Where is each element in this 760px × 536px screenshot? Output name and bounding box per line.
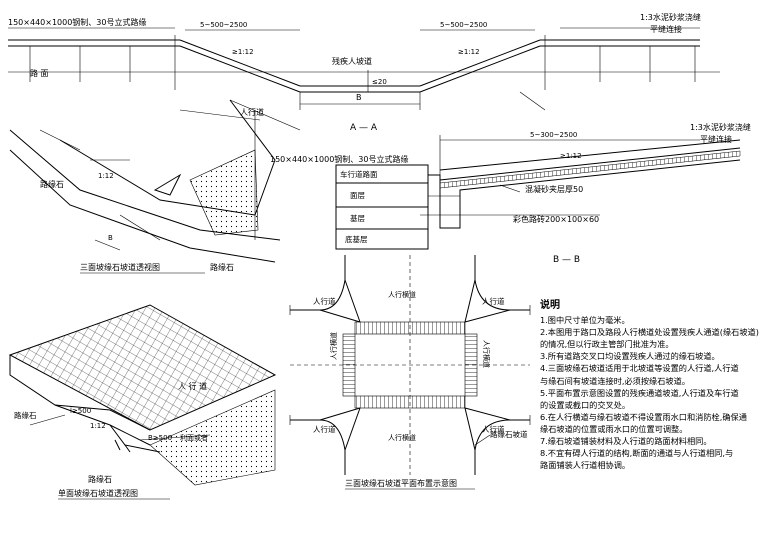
perspective-1-sided: 人 行 道 路缘石 l≥500 1:12 B≥500 利面或者 路缘石 单面坡缘… — [8, 304, 277, 500]
int-ramp-right: 人行横道 — [482, 340, 491, 368]
p3-curb-label: 路缘石 — [40, 179, 64, 189]
bb-sand-label: 混凝砂夹层厚50 — [525, 184, 583, 194]
note-item: 1.图中尺寸单位为毫米。 — [540, 315, 630, 326]
note-item: 与缘石间有坡道连接时,必须按缘石坡道。 — [540, 375, 690, 386]
bb-slope-label: ≥1:12 — [560, 152, 582, 160]
p3-dim-label: B — [108, 234, 113, 242]
bb-layer-2: 面层 — [350, 191, 365, 200]
notes-block: 说明 1.图中尺寸单位为毫米。 2.本图用于路口及路段人行横道处设置残疾人通道(… — [540, 300, 759, 471]
aa-right-label-2: 平缝连接 — [650, 24, 682, 34]
p3-road-label: 路缘石 — [210, 262, 234, 272]
section-aa: 150×440×1000钢制、30号立式路缘 1:3水泥砂浆浇缝 平缝连接 5~… — [8, 12, 720, 133]
aa-right-label-1: 1:3水泥砂浆浇缝 — [640, 12, 701, 22]
note-item: 缘石坡道的位置或雨水口的位置可调整。 — [540, 423, 688, 434]
bb-layer-4: 底基层 — [345, 234, 368, 244]
note-item: 8.不宜有碍人行道的结构,断面的通道与人行道相同,与 — [540, 448, 734, 459]
aa-width-label: B — [356, 93, 362, 102]
p1-min-label: B≥500 — [148, 434, 172, 442]
p1-curb-label: 路缘石 — [14, 410, 37, 420]
bb-dim-label: 5~300~2500 — [530, 131, 577, 139]
p1-width-label: l≥500 — [70, 407, 91, 415]
note-item: 的设置或截口的交叉处。 — [540, 399, 631, 410]
p3-title: 三面坡缘石坡道透视图 — [80, 262, 160, 272]
aa-road-label: 路 面 — [30, 68, 49, 78]
p1-title: 单面坡缘石坡道透视图 — [58, 488, 138, 498]
perspective-3-sided: 路缘石 人行道 路缘石 1:12 B 三面坡缘石坡道透视图 — [9, 99, 301, 274]
aa-dim-right: 5~500~2500 — [440, 21, 487, 29]
aa-center-label: 残疾人坡道 — [332, 56, 372, 66]
int-ramp-left: 人行横道 — [329, 332, 338, 360]
int-ramp-bottom: 人行横道 — [388, 433, 416, 442]
note-item: 2.本图用于路口及路段人行横道处设置残疾人通道(缘石坡道) — [540, 327, 759, 338]
bb-layer-3: 基层 — [350, 213, 365, 223]
notes-title: 说明 — [540, 300, 560, 311]
int-sidewalk-tr: 人行道 — [482, 296, 505, 306]
bb-title: B — B — [553, 255, 580, 265]
note-item: 3.所有道路交叉口均设置残疾人通过的缘石坡道。 — [540, 351, 720, 362]
note-item: 7.缘石坡道铺装材料及人行道的路面材料相同。 — [540, 436, 712, 447]
note-item: 6.在人行横道与缘石坡道不得设置雨水口和消防栓,确保通 — [540, 411, 747, 422]
aa-drop-label: ≤20 — [372, 78, 387, 86]
note-item: 路面铺装人行道相协调。 — [540, 460, 631, 471]
bb-top-label: 150×440×1000钢制、30号立式路缘 — [270, 154, 408, 164]
aa-top-label: 150×440×1000钢制、30号立式路缘 — [8, 17, 146, 27]
p1-slope-label: 1:12 — [90, 422, 106, 430]
p1-surface-label: 利面或者 — [180, 433, 208, 442]
bb-layer-1: 车行道路面 — [340, 169, 378, 179]
p1-sidewalk-label: 人 行 道 — [178, 381, 207, 391]
int-curb-label: 路缘石坡道 — [490, 429, 528, 439]
int-sidewalk-br: 人行道 — [482, 424, 505, 434]
aa-slope-left: ≥1:12 — [232, 48, 254, 56]
section-bb: 150×440×1000钢制、30号立式路缘 1:3水泥砂浆浇缝 平缝连接 5~… — [270, 122, 751, 265]
p1-road-label: 路缘石 — [88, 474, 112, 484]
aa-slope-right: ≥1:12 — [458, 48, 480, 56]
bb-right-label-1: 1:3水泥砂浆浇缝 — [690, 122, 751, 132]
bb-right-label-2: 平缝连接 — [700, 134, 732, 144]
int-sidewalk-bl: 人行道 — [313, 424, 336, 434]
aa-title: A — A — [350, 123, 378, 133]
p3-slope-label: 1:12 — [98, 172, 114, 180]
int-title: 三面坡缘石坡道平面布置示意图 — [345, 478, 457, 488]
int-ramp-top: 人行横道 — [388, 290, 416, 299]
intersection-plan: 人行道 人行道 人行道 人行道 人行横道 人行横道 人行横道 人行横道 路缘石坡… — [289, 255, 531, 490]
note-item: 4.三面坡缘石坡道适用于北坡道等设置的人行道,人行道 — [540, 363, 739, 374]
note-item: 的情况,但以行政主管部门批准为准。 — [540, 339, 674, 350]
int-sidewalk-tl: 人行道 — [313, 296, 336, 306]
aa-dim-left: 5~500~2500 — [200, 21, 247, 29]
bb-tile-label: 彩色路砖200×100×60 — [513, 214, 599, 224]
note-item: 5.平面布置示意图设置的残疾通道坡道,人行道及车行道 — [540, 387, 739, 398]
p3-top-label: 人行道 — [240, 107, 264, 117]
